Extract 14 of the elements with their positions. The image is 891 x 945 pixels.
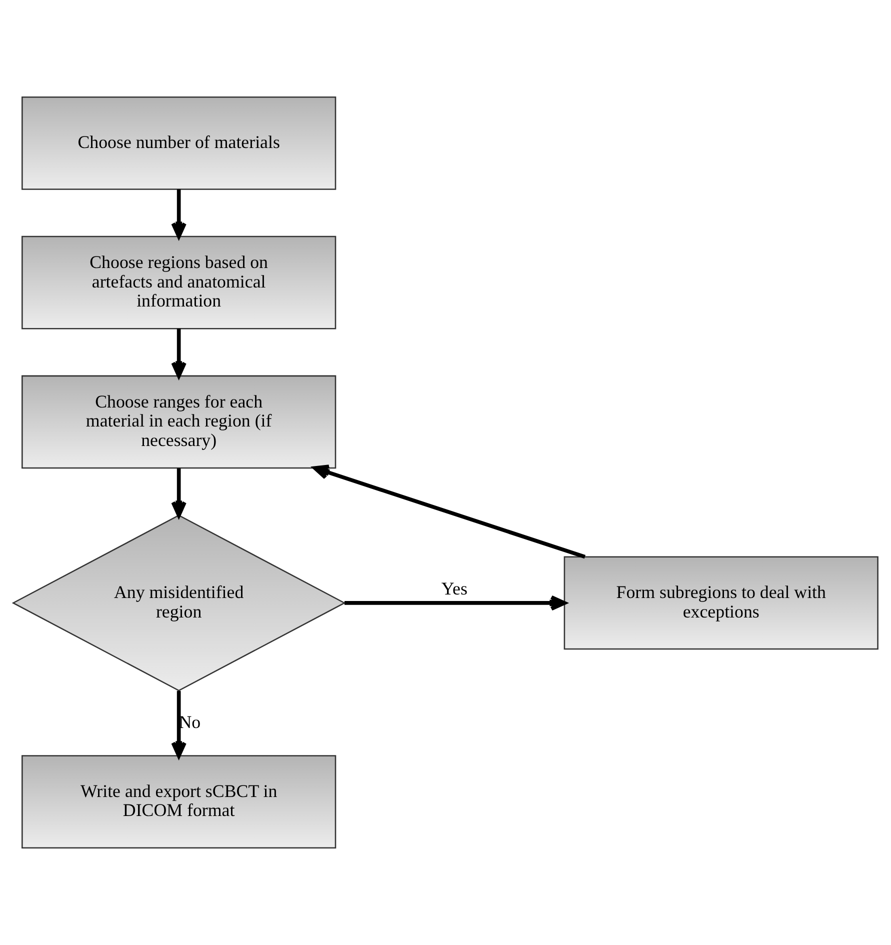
arrow xyxy=(171,328,186,378)
edge-label: Yes xyxy=(441,578,468,598)
node-box: Choose ranges for each material in each region (if necessary) xyxy=(22,375,336,469)
node-box: Write and export sCBCT in DICOM format xyxy=(22,755,336,849)
node-box: Choose regions based on artefacts and anatomical information xyxy=(22,236,336,330)
node-box: Choose number of materials xyxy=(22,96,336,190)
node-box: Form subregions to deal with exceptions xyxy=(564,556,878,650)
arrow xyxy=(171,690,186,758)
arrow xyxy=(344,595,566,611)
arrow xyxy=(313,464,586,559)
arrow xyxy=(171,468,186,518)
node-diamond: Any misidentified region xyxy=(12,514,346,692)
arrow xyxy=(171,189,186,238)
edge-label: No xyxy=(178,712,201,732)
